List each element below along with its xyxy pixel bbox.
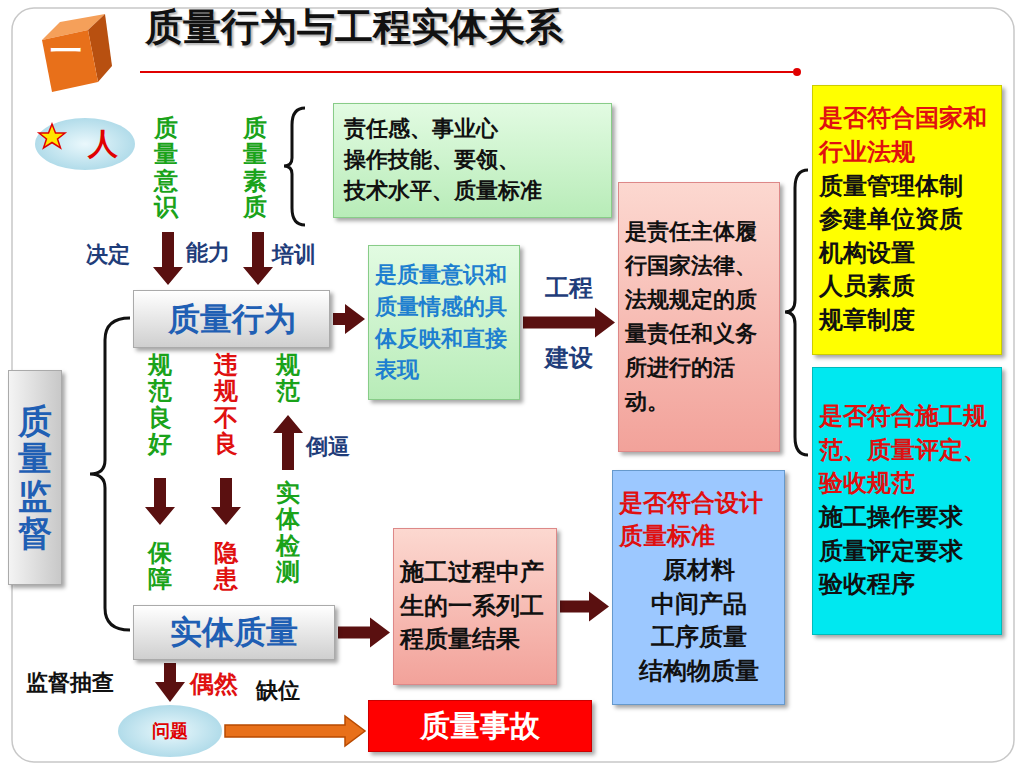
spec-box: 是否符合施工规范、质量评定、验收规范施工操作要求 质量评定要求 验收程序 bbox=[812, 367, 1002, 635]
connector-arrow bbox=[338, 618, 390, 648]
text-label: 缺位 bbox=[256, 676, 300, 706]
vertical-label: 规范 bbox=[276, 352, 300, 405]
block-arrow bbox=[243, 232, 273, 285]
connector-arrow bbox=[333, 304, 365, 334]
vertical-label: 保障 bbox=[148, 540, 172, 593]
text-label: 一 bbox=[50, 30, 82, 74]
vertical-label: 规范良好 bbox=[148, 352, 172, 458]
connector-arrow bbox=[560, 592, 609, 622]
activity-box: 是责任主体履行国家法律、法规规定的质量责任和义务所进行的活动。 bbox=[618, 182, 780, 452]
accident-box: 质量事故 bbox=[368, 700, 592, 752]
brace bbox=[90, 318, 130, 630]
problem-oval: 问题 bbox=[118, 705, 222, 757]
edge-label: 工程 建设 bbox=[542, 253, 596, 393]
cube-front bbox=[42, 30, 98, 92]
node-text: 责任感、事业心 操作技能、要领、 技术水平、质量标准 bbox=[344, 114, 601, 206]
reflection-box: 是质量意识和质量情感的具体反映和直接表现 bbox=[368, 245, 520, 400]
brace bbox=[284, 108, 305, 225]
node-text: 质量行为 bbox=[168, 300, 296, 338]
entity-box: 实体质量 bbox=[133, 605, 335, 660]
connector-arrow bbox=[523, 308, 615, 338]
node-text: 是否符合设计质量标准 bbox=[619, 487, 778, 554]
result-box: 施工过程中产生的一系列工程质量结果 bbox=[393, 528, 557, 685]
node-text: 质量监督 bbox=[18, 403, 52, 553]
supervision-box: 质量监督 bbox=[8, 370, 62, 585]
text-label: 偶然 bbox=[190, 668, 238, 700]
law-box: 是否符合国家和行业法规质量管理体制 参建单位资质 机构设置 人员素质 规章制度 bbox=[812, 85, 1002, 355]
text-label: 能力 bbox=[186, 238, 230, 268]
block-arrow bbox=[211, 478, 241, 525]
star-icon bbox=[39, 124, 65, 148]
text-label: 监督抽查 bbox=[26, 668, 114, 698]
node-text: 原材料 中间产品 工序质量 结构物质量 bbox=[619, 554, 778, 688]
text-label: 倒逼 bbox=[306, 432, 350, 462]
text-label: 培训 bbox=[272, 240, 316, 270]
node-text: 是否符合施工规范、质量评定、验收规范 bbox=[819, 400, 995, 501]
block-arrow bbox=[273, 415, 303, 470]
connector-arrow bbox=[155, 663, 185, 702]
behavior-box: 质量行为 bbox=[133, 290, 330, 348]
vertical-label: 实体检测 bbox=[276, 480, 300, 586]
node-text: 施工操作要求 质量评定要求 验收程序 bbox=[819, 501, 995, 602]
title-underline bbox=[140, 71, 793, 73]
vertical-label: 质量意识 bbox=[154, 115, 178, 221]
node-text: 问题 bbox=[152, 720, 188, 742]
node-text: 是否符合国家和行业法规 bbox=[819, 102, 995, 169]
node-text: 人 bbox=[88, 126, 118, 162]
trait-box: 责任感、事业心 操作技能、要领、 技术水平、质量标准 bbox=[333, 103, 612, 218]
block-arrow bbox=[145, 478, 175, 525]
connector-arrow bbox=[225, 716, 365, 746]
person-oval: 人 bbox=[35, 118, 135, 170]
node-text: 施工过程中产生的一系列工程质量结果 bbox=[400, 556, 550, 657]
text-label: 决定 bbox=[86, 240, 130, 270]
vertical-label: 质量素质 bbox=[243, 115, 267, 221]
slide-frame bbox=[12, 8, 1014, 762]
vertical-label: 隐患 bbox=[214, 540, 238, 593]
vertical-label: 违规不良 bbox=[214, 352, 238, 458]
brace bbox=[785, 170, 808, 455]
underline-dot bbox=[793, 68, 801, 76]
node-text: 质量管理体制 参建单位资质 机构设置 人员素质 规章制度 bbox=[819, 170, 995, 338]
block-arrow bbox=[153, 232, 183, 285]
design-box: 是否符合设计质量标准原材料 中间产品 工序质量 结构物质量 bbox=[612, 470, 785, 705]
node-text: 是责任主体履行国家法律、法规规定的质量责任和义务所进行的活动。 bbox=[625, 215, 773, 420]
node-text: 实体质量 bbox=[170, 613, 298, 651]
title: 质量行为与工程实体关系 bbox=[145, 2, 563, 53]
node-text: 是质量意识和质量情感的具体反映和直接表现 bbox=[375, 259, 513, 387]
node-text: 质量事故 bbox=[420, 708, 540, 744]
